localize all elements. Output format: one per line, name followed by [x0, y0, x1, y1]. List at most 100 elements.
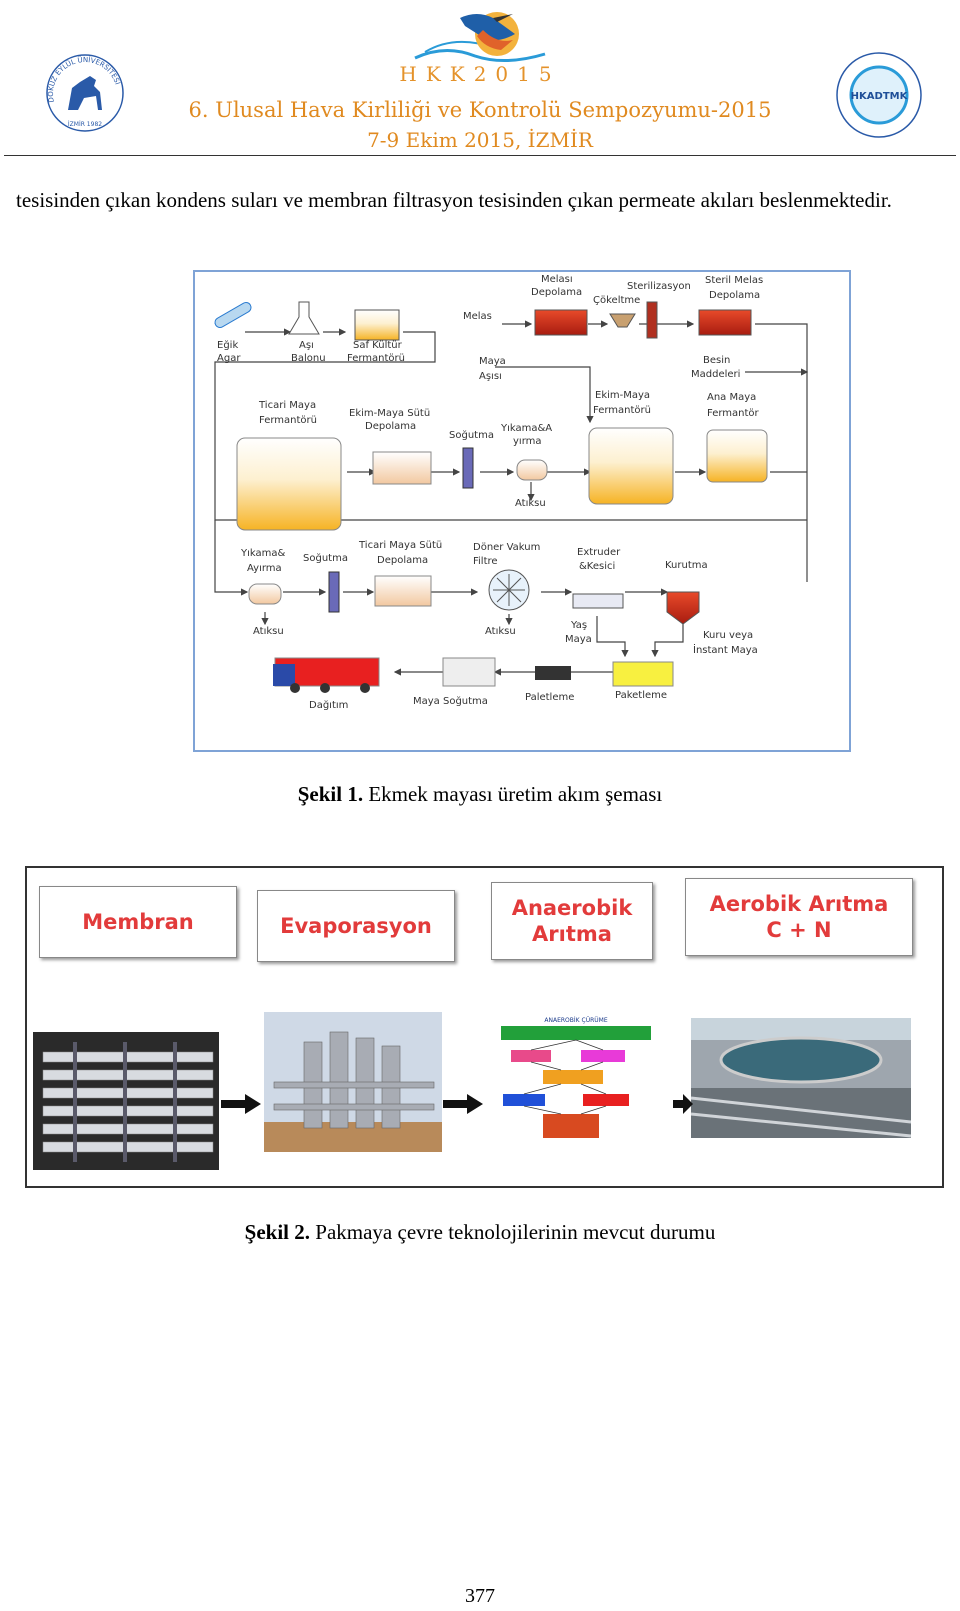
- cooler-icon: [462, 447, 474, 489]
- sterilizer-icon: [609, 313, 636, 328]
- figure-1-flowchart: Eğik Agar Aşı Balonu Saf Kültür Fermantö…: [193, 270, 851, 752]
- body-paragraph: tesisinden çıkan kondens suları ve membr…: [16, 188, 892, 212]
- svg-text:Atıksu: Atıksu: [253, 626, 284, 637]
- svg-text:Yıkama&: Yıkama&: [240, 548, 285, 559]
- anaerobic-digestion-diagram: ANAEROBİK ÇÜRÜME: [481, 1014, 671, 1148]
- evaporation-plant-photo: [264, 1012, 442, 1152]
- commercial-fermenter-icon: [236, 437, 342, 531]
- sterile-molasses-tank-icon: [698, 309, 752, 336]
- wash-separator-icon: [248, 583, 282, 605]
- process-arrows: [221, 1094, 693, 1114]
- svg-text:Paletleme: Paletleme: [525, 692, 574, 703]
- svg-text:Yıkama&A: Yıkama&A: [500, 423, 552, 434]
- svg-text:Eğik: Eğik: [217, 339, 238, 351]
- svg-text:Döner Vakum: Döner Vakum: [473, 542, 540, 553]
- cooler-2-icon: [328, 571, 340, 613]
- svg-text:Melas: Melas: [463, 311, 492, 322]
- svg-text:Filtre: Filtre: [473, 556, 498, 567]
- flask-icon: [288, 301, 320, 335]
- conference-title: 6. Ulusal Hava Kirliliği ve Kontrolü Sem…: [188, 98, 772, 122]
- svg-text:Steril Melas: Steril Melas: [705, 275, 763, 286]
- svg-text:Maya: Maya: [565, 634, 592, 645]
- svg-text:Ana Maya: Ana Maya: [707, 392, 756, 403]
- svg-text:Depolama: Depolama: [709, 290, 760, 301]
- svg-text:Depolama: Depolama: [365, 421, 416, 432]
- svg-text:Sterilizasyon: Sterilizasyon: [627, 281, 691, 292]
- conference-dates: 7-9 Ekim 2015, İZMİR: [367, 128, 593, 152]
- seed-milk-storage-icon: [372, 451, 432, 485]
- stage-membran: Membran: [39, 886, 237, 958]
- university-logo: DOKUZ EYLÜL ÜNİVERSİTESİ İZMİR 1982: [46, 54, 124, 132]
- arrow-icon: [443, 1094, 483, 1114]
- committee-logo: HKADTMK: [836, 52, 922, 138]
- svg-text:Ticari Maya Sütü: Ticari Maya Sütü: [358, 540, 442, 551]
- svg-text:Yaş: Yaş: [570, 620, 587, 631]
- svg-text:İnstant Maya: İnstant Maya: [693, 643, 758, 656]
- arrow-icon: [673, 1094, 693, 1114]
- svg-text:Fermantörü: Fermantörü: [347, 353, 405, 364]
- svg-text:Atıksu: Atıksu: [485, 626, 516, 637]
- palletizing-icon: [535, 666, 571, 680]
- svg-text:ANAEROBİK ÇÜRÜME: ANAEROBİK ÇÜRÜME: [544, 1017, 607, 1024]
- svg-text:Kuru veya: Kuru veya: [703, 630, 753, 641]
- svg-text:Ticari Maya: Ticari Maya: [258, 400, 316, 411]
- svg-text:Ekim-Maya: Ekim-Maya: [595, 390, 650, 401]
- svg-text:İZMİR 1982: İZMİR 1982: [68, 121, 102, 128]
- settler-column-icon: [646, 301, 658, 339]
- svg-text:Fermantör: Fermantör: [707, 408, 760, 419]
- svg-text:Paketleme: Paketleme: [615, 690, 667, 701]
- seed-fermenter-icon: [588, 427, 674, 505]
- svg-text:Besin: Besin: [703, 355, 730, 366]
- svg-text:yırma: yırma: [513, 436, 542, 447]
- svg-text:Agar: Agar: [217, 353, 241, 364]
- svg-text:&Kesici: &Kesici: [579, 561, 615, 572]
- svg-text:Ayırma: Ayırma: [247, 563, 282, 574]
- extruder-icon: [572, 593, 624, 609]
- event-short-title: HKK2015: [399, 62, 561, 86]
- slant-agar-tube-icon: [214, 302, 252, 328]
- figure-2-caption: Şekil 2. Pakmaya çevre teknolojilerinin …: [0, 1220, 960, 1245]
- separator-icon: [516, 459, 548, 481]
- figure-2-caption-text: Pakmaya çevre teknolojilerinin mevcut du…: [310, 1220, 716, 1244]
- svg-text:Extruder: Extruder: [577, 547, 621, 558]
- page-number: 377: [465, 1585, 495, 1607]
- arrow-icon: [221, 1094, 261, 1114]
- svg-text:Aşısı: Aşısı: [479, 371, 502, 382]
- figure-1-caption-text: Ekmek mayası üretim akım şeması: [363, 782, 663, 806]
- svg-text:Soğutma: Soğutma: [303, 552, 348, 564]
- svg-text:Kurutma: Kurutma: [665, 560, 708, 571]
- header-rule: [4, 155, 956, 156]
- svg-text:Aşı: Aşı: [299, 340, 314, 351]
- svg-text:Çökeltme: Çökeltme: [593, 295, 640, 306]
- svg-text:Maya: Maya: [479, 356, 506, 367]
- page-header: DOKUZ EYLÜL ÜNİVERSİTESİ İZMİR 1982 HKK2…: [0, 0, 960, 158]
- svg-text:Maya Soğutma: Maya Soğutma: [413, 695, 488, 707]
- commercial-milk-storage-icon: [374, 575, 432, 607]
- packaging-icon: [612, 661, 674, 687]
- figure-1-caption: Şekil 1. Ekmek mayası üretim akım şeması: [0, 782, 960, 807]
- svg-text:Dağıtım: Dağıtım: [309, 699, 348, 711]
- dryer-icon: [666, 591, 700, 625]
- figure-2-caption-label: Şekil 2.: [244, 1220, 311, 1244]
- svg-text:Maddeleri: Maddeleri: [691, 369, 740, 380]
- svg-text:Depolama: Depolama: [377, 555, 428, 566]
- svg-text:Fermantörü: Fermantörü: [259, 415, 317, 426]
- svg-text:Saf Kültür: Saf Kültür: [353, 340, 403, 351]
- svg-text:Melası: Melası: [541, 274, 573, 285]
- svg-text:Atıksu: Atıksu: [515, 498, 546, 509]
- pure-culture-fermenter-icon: [354, 309, 400, 341]
- svg-text:Soğutma: Soğutma: [449, 429, 494, 441]
- svg-text:Ekim-Maya Sütü: Ekim-Maya Sütü: [349, 408, 430, 419]
- mother-yeast-fermenter-icon: [706, 429, 768, 483]
- yeast-cooling-icon: [442, 657, 496, 687]
- svg-text:Fermantörü: Fermantörü: [593, 405, 651, 416]
- molasses-tank-icon: [534, 309, 588, 336]
- svg-text:Balonu: Balonu: [291, 353, 326, 364]
- aerobic-treatment-photo: [691, 1018, 911, 1138]
- figure-1-caption-label: Şekil 1.: [297, 782, 364, 806]
- svg-text:HKADTMK: HKADTMK: [851, 91, 909, 102]
- stage-evaporasyon: Evaporasyon: [257, 890, 455, 962]
